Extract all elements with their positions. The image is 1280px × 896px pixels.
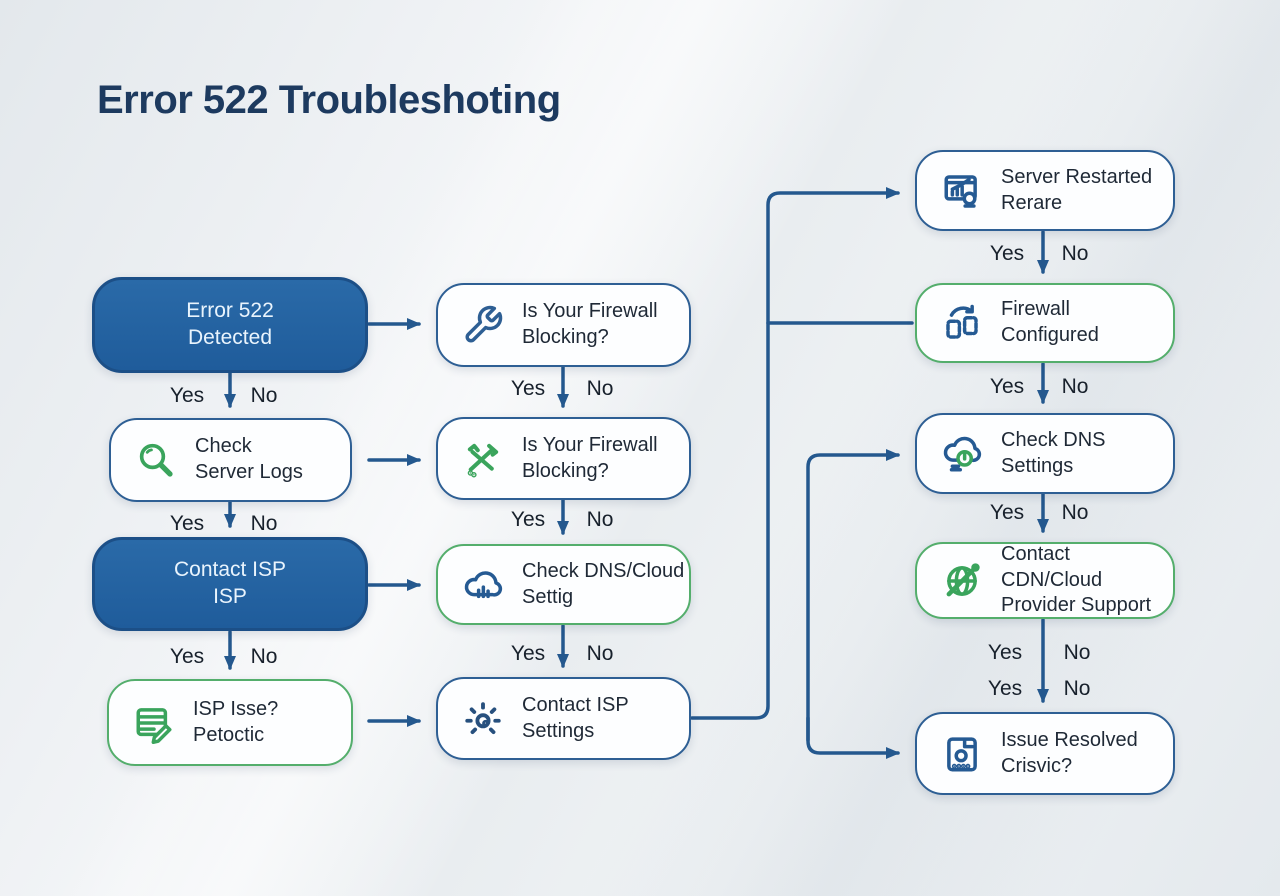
floppy-icon <box>941 733 983 775</box>
node-label: Check Server Logs <box>195 435 303 483</box>
node-label: Check DNS Settings <box>1001 428 1106 477</box>
node-contact-cdn: Contact CDN/Cloud Provider Support <box>915 542 1175 619</box>
no-label: No <box>586 642 614 665</box>
globe-slash-icon <box>941 560 983 602</box>
node-check-server-logs: Check Server Logs <box>109 418 352 502</box>
yes-label: Yes <box>510 642 546 665</box>
crossed-tools-icon <box>462 438 504 480</box>
no-label: No <box>1061 501 1089 524</box>
yes-label: Yes <box>987 677 1023 700</box>
cloud-power-icon <box>941 433 983 475</box>
no-label: No <box>586 508 614 531</box>
node-error-522-detected: Error 522 Detected <box>92 277 368 373</box>
magnifier-icon <box>135 439 177 481</box>
node-contact-isp: Contact ISP ISP <box>92 537 368 631</box>
node-label: Is Your Firewall Blocking? <box>522 300 658 348</box>
node-label: Check DNS/Cloud Settig <box>522 559 685 608</box>
no-label: No <box>1063 677 1091 700</box>
yes-label: Yes <box>989 501 1025 524</box>
yes-label: Yes <box>510 508 546 531</box>
no-label: No <box>1063 641 1091 664</box>
wrench-icon <box>462 304 504 346</box>
node-firewall-configured: Firewall Configured <box>915 283 1175 363</box>
node-label: Server Restarted Rerare <box>1001 165 1153 214</box>
node-label: Firewall Configured <box>1001 298 1099 346</box>
node-issue-resolved: Issue Resolved Crisvic? <box>915 712 1175 795</box>
no-label: No <box>250 645 278 668</box>
no-label: No <box>1061 242 1089 265</box>
yes-label: Yes <box>510 377 546 400</box>
node-check-dns-settings: Check DNS Settings <box>915 413 1175 494</box>
node-label: Is Your Firewall Blocking? <box>522 433 658 482</box>
node-check-dns-cloud: Check DNS/Cloud Settig <box>436 544 691 625</box>
list-pen-icon <box>133 702 175 744</box>
gear-burst-icon <box>462 698 504 740</box>
yes-label: Yes <box>989 242 1025 265</box>
node-firewall-blocking-2: Is Your Firewall Blocking? <box>436 417 691 500</box>
no-label: No <box>250 384 278 407</box>
node-label: ISP Isse? Petoctic <box>193 697 279 746</box>
node-server-restarted: Server Restarted Rerare <box>915 150 1175 231</box>
node-label: Contact ISP Settings <box>522 693 629 742</box>
yes-label: Yes <box>169 384 205 407</box>
yes-label: Yes <box>169 645 205 668</box>
node-label: Error 522 Detected <box>186 299 274 349</box>
sync-devices-icon <box>941 302 983 344</box>
node-isp-issue: ISP Isse? Petoctic <box>107 679 353 766</box>
yes-label: Yes <box>987 641 1023 664</box>
node-label: Contact ISP ISP <box>173 558 287 608</box>
no-label: No <box>250 512 278 535</box>
cloud-bars-icon <box>462 564 504 606</box>
page-title: Error 522 Troubleshoting <box>97 78 561 122</box>
yes-label: Yes <box>989 375 1025 398</box>
no-label: No <box>1061 375 1089 398</box>
node-label: Issue Resolved Crisvic? <box>1001 728 1138 777</box>
node-contact-isp-settings: Contact ISP Settings <box>436 677 691 760</box>
node-firewall-blocking-1: Is Your Firewall Blocking? <box>436 283 691 367</box>
no-label: No <box>586 377 614 400</box>
node-label: Contact CDN/Cloud Provider Support <box>1001 543 1152 617</box>
yes-label: Yes <box>169 512 205 535</box>
analytics-icon <box>941 170 983 212</box>
